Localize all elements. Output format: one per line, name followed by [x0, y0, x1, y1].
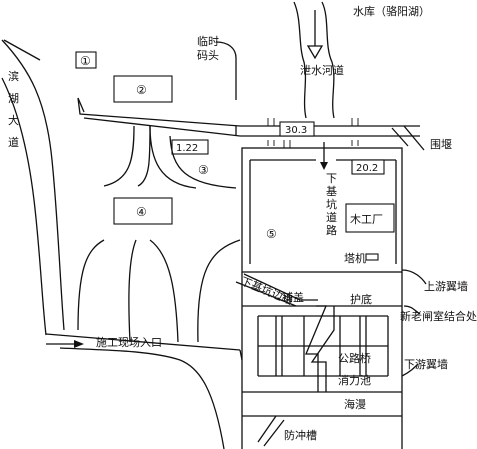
elev-303: 30.3 [285, 125, 307, 136]
woodshop-box [345, 203, 395, 233]
lakeside-road [1, 39, 65, 336]
label-temp-wharf-line2: 码头 [197, 49, 219, 62]
label-highway-bridge: 公路桥 [338, 352, 371, 365]
elev-box-303 [279, 121, 315, 137]
lower-structure [241, 272, 403, 449]
label-site-entrance: 施工现场入口 [96, 335, 162, 349]
label-cofferdam: 围堰 [430, 138, 452, 151]
marker-box-4 [113, 197, 173, 225]
label-sea-flood: 海漫 [344, 397, 366, 411]
label-woodshop: 木工厂 [350, 213, 383, 226]
label-upstream-wing-wall: 上游翼墙 [424, 279, 468, 293]
label-lakeside-road-char: 大 [8, 113, 19, 127]
junction-line [403, 305, 421, 315]
marker-box-2 [113, 75, 173, 103]
elev-122: 1.22 [176, 143, 198, 154]
elev-box-122 [171, 139, 209, 155]
pit-side-road [243, 273, 318, 301]
label-apron: 护底 [350, 292, 372, 306]
label-pit-access-road-char: 路 [326, 224, 337, 237]
top-road [240, 118, 420, 148]
label-tower-crane: 塔机 [344, 251, 366, 265]
label-scour-trench: 防冲槽 [284, 428, 317, 442]
tower-crane-icon [365, 253, 379, 261]
marker-2: ② [136, 83, 147, 97]
marker-1: ① [80, 54, 91, 68]
pit-side-road-2 [235, 281, 297, 307]
cofferdam-line [391, 127, 409, 147]
label-downstream-wing-wall: 下游翼墙 [404, 357, 448, 371]
marker-box-1 [75, 51, 97, 69]
pit-area [241, 147, 403, 273]
label-pit-access-road-char: 基 [326, 185, 337, 198]
wharf-line [215, 41, 237, 100]
label-temp-wharf-line1: 临时 [197, 34, 219, 48]
elev-box-202 [351, 159, 385, 175]
label-spillway-channel: 泄水河道 [300, 63, 344, 77]
internal-roads [77, 97, 241, 343]
label-pit-access-road-char: 坑 [326, 197, 337, 211]
marker-3: ③ [198, 163, 209, 177]
pit-road-arrowhead-icon [320, 162, 328, 170]
marker-5: ⑤ [266, 227, 277, 241]
flow-arrow-icon [306, 10, 324, 60]
label-pit-access-road-char: 道 [326, 210, 337, 224]
label-lakeside-road-char: 湖 [8, 92, 19, 105]
label-old-sluice-junction: 新老闸室结合处 [400, 309, 477, 323]
label-lakeside-road-char: 滨 [8, 69, 19, 83]
downstream-wing-wall-line [401, 363, 419, 377]
label-reservoir: 水库（骆阳湖） [353, 4, 430, 18]
upstream-wing-wall-line [401, 269, 427, 285]
entrance-road [45, 333, 243, 449]
label-lakeside-road-char: 道 [8, 135, 19, 149]
label-paving-cover: 铺盖 [282, 290, 304, 304]
label-pit-access-road-char: 下 [326, 172, 337, 185]
cofferdam-line-2 [403, 125, 425, 151]
label-stilling-basin: 消力池 [338, 373, 371, 387]
spillway-channel [293, 1, 335, 119]
elev-202: 20.2 [356, 163, 378, 174]
entrance-arrow-icon [46, 340, 84, 348]
marker-4: ④ [136, 205, 147, 219]
